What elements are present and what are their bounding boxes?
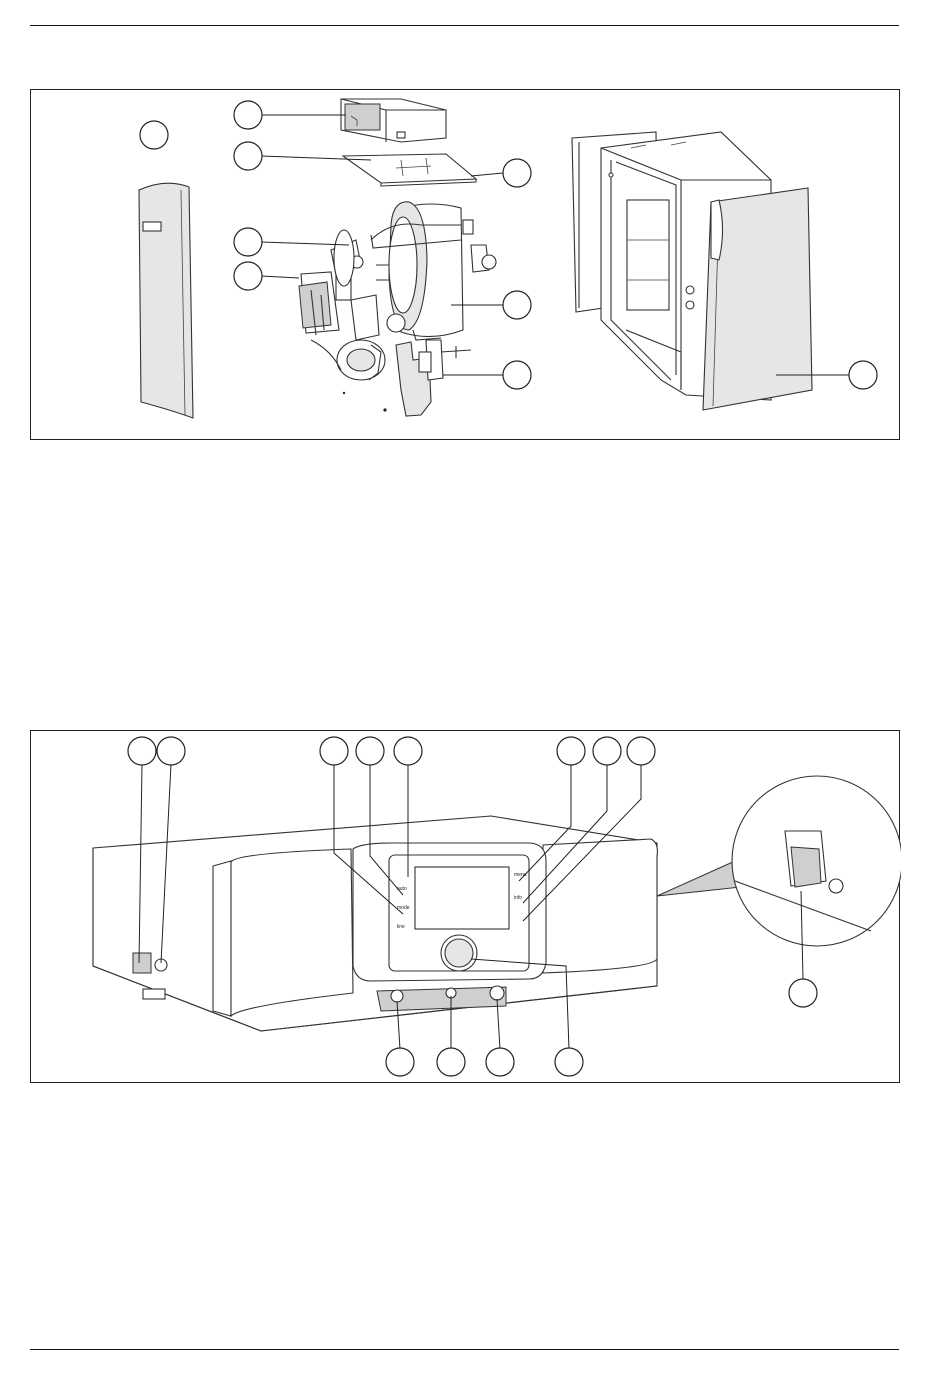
- detail-magnifier: [657, 776, 901, 946]
- screw-mark: [343, 392, 345, 394]
- exploded-view-drawing: [31, 90, 901, 441]
- callout-7: [593, 737, 621, 765]
- header-rule: [30, 25, 899, 26]
- callout-8: [503, 361, 531, 389]
- figure-exploded-view: [30, 89, 900, 440]
- label-line: line: [397, 924, 405, 930]
- callout-9: [849, 361, 877, 389]
- callout-2: [157, 737, 185, 765]
- control-box: [341, 99, 446, 142]
- figure-front-panel: auto mode line menu info: [30, 730, 900, 1083]
- heat-exchanger: [371, 202, 496, 340]
- display-screen: [415, 867, 509, 929]
- callout-5: [234, 228, 262, 256]
- callout-8: [627, 737, 655, 765]
- callout-3: [320, 737, 348, 765]
- footer-rule: [30, 1349, 899, 1350]
- callout-4: [503, 159, 531, 187]
- connector-right: [490, 986, 504, 1000]
- front-cover-panel: [139, 183, 193, 418]
- callout-2: [234, 101, 262, 129]
- mounting-plate: [343, 154, 476, 186]
- callout-1: [140, 121, 168, 149]
- callout-4: [356, 737, 384, 765]
- callout-12: [486, 1048, 514, 1076]
- callout-6: [557, 737, 585, 765]
- screw-mark: [383, 408, 386, 411]
- callout-10: [386, 1048, 414, 1076]
- callout-13: [555, 1048, 583, 1076]
- callout-9: [789, 979, 817, 1007]
- front-panel-drawing: auto mode line menu info: [31, 731, 901, 1084]
- flue-bracket: [396, 340, 471, 416]
- callout-1: [128, 737, 156, 765]
- callout-11: [437, 1048, 465, 1076]
- callout-3: [234, 142, 262, 170]
- label-info: info: [514, 895, 522, 901]
- connector-left: [391, 990, 403, 1002]
- callout-7: [503, 291, 531, 319]
- side-panel: [703, 188, 812, 410]
- callout-5: [394, 737, 422, 765]
- callout-6: [234, 262, 262, 290]
- power-switch: [133, 953, 151, 973]
